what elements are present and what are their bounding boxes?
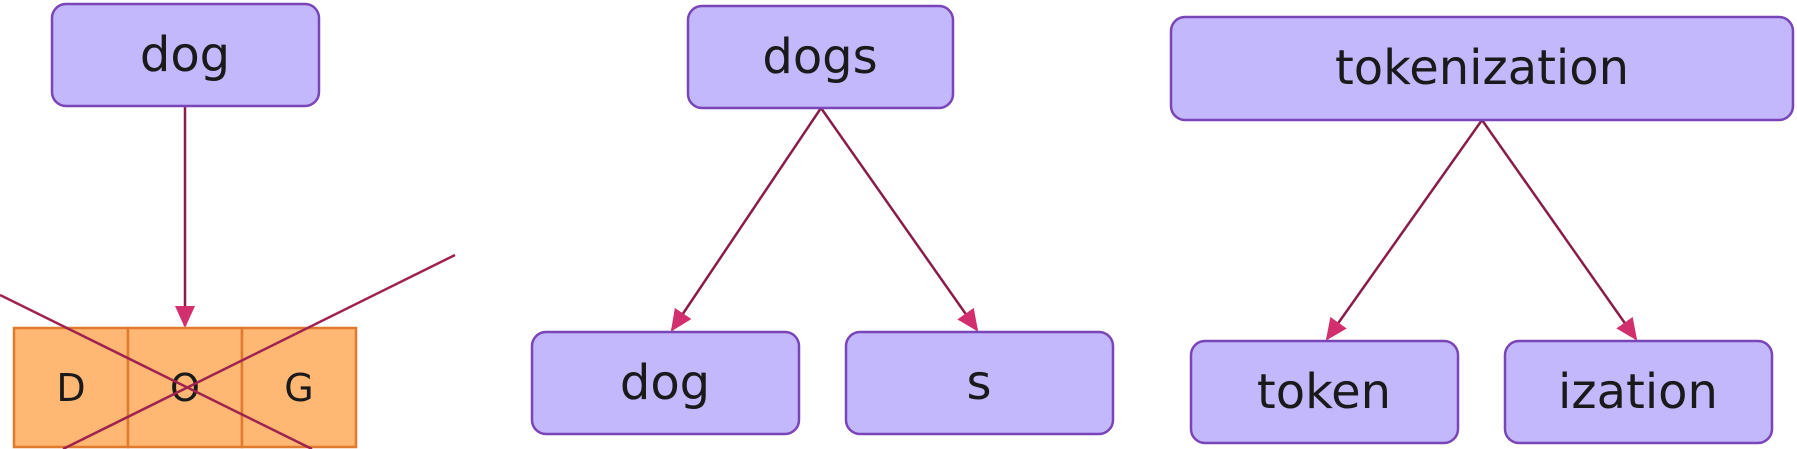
node-label: token <box>1257 364 1391 420</box>
node-label: dog <box>140 27 230 83</box>
char-cell-g: G <box>240 326 358 449</box>
char-cell-d: D <box>12 326 130 449</box>
char-label: G <box>284 366 313 410</box>
node-ization-child: ization <box>1503 339 1774 445</box>
diagram-character-level: dog D O G <box>0 2 456 449</box>
node-dog-child: dog <box>530 330 801 436</box>
diagram-subword-dogs: dogs dog s <box>530 4 1115 436</box>
arrow-dogs-to-s <box>819 107 979 332</box>
node-label: dog <box>620 355 710 411</box>
diagram-subword-tokenization: tokenization token ization <box>1169 15 1795 445</box>
cross-out-mark <box>0 253 456 449</box>
node-dog-root: dog <box>50 2 321 108</box>
node-label: tokenization <box>1335 40 1629 96</box>
node-token-child: token <box>1189 339 1460 445</box>
node-label: dogs <box>762 29 877 85</box>
node-s-child: s <box>844 330 1115 436</box>
arrow-dogs-to-dog <box>670 107 823 332</box>
arrow-tokenization-to-token <box>1325 119 1484 341</box>
node-tokenization-root: tokenization <box>1169 15 1795 122</box>
node-dogs-root: dogs <box>686 4 955 110</box>
arrow-tokenization-to-ization <box>1480 119 1638 341</box>
node-label: ization <box>1558 364 1718 420</box>
char-label: D <box>56 366 85 410</box>
node-label: s <box>966 355 991 411</box>
